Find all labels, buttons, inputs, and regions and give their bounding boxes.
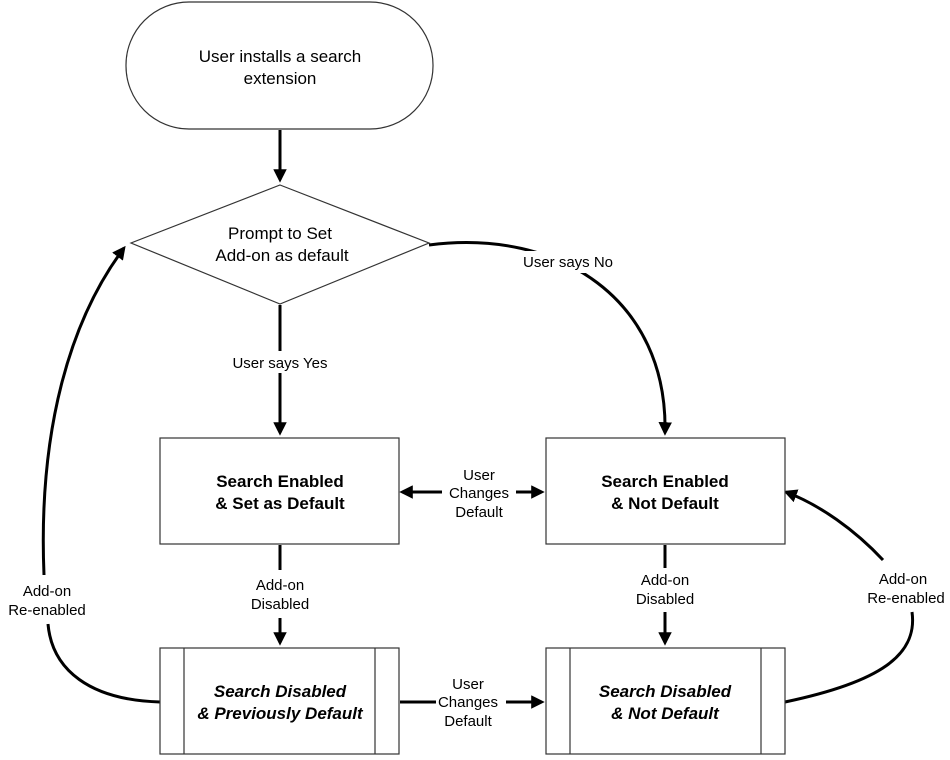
edge-label-disabled-right-line1: Add-on	[641, 572, 689, 589]
disabled-not-default-line1: Search Disabled	[599, 682, 732, 701]
edge-label-reenabled-right-line2: Re-enabled	[867, 590, 945, 607]
edge-label-disabled-left-line2: Disabled	[251, 596, 309, 613]
arrow-reenabled-right-upper	[783, 489, 885, 562]
start-node: User installs a search extension	[125, 1, 434, 130]
enabled-not-default-node: Search Enabled & Not Default	[545, 437, 786, 545]
edge-label-changes-default-bottom-line3: Default	[444, 713, 492, 730]
disabled-not-default-line2: & Not Default	[611, 704, 720, 723]
edge-label-reenabled-right-line1: Add-on	[879, 571, 927, 588]
edge-label-changes-default-top: User Changes Default	[449, 467, 509, 521]
edge-label-changes-default-bottom: User Changes Default	[438, 676, 498, 730]
edge-label-says-no: User says No	[514, 251, 622, 273]
edge-label-says-no-text: User says No	[523, 254, 613, 271]
edge-label-changes-default-top-line1: User	[463, 467, 495, 484]
enabled-default-node: Search Enabled & Set as Default	[159, 437, 400, 545]
enabled-not-default-line2: & Not Default	[611, 494, 719, 513]
arrow-reenabled-left-lower	[46, 623, 161, 704]
arrow-prompt-to-enabled-not-default	[428, 241, 672, 436]
edge-label-disabled-left: Add-on Disabled	[251, 577, 309, 613]
edge-label-reenabled-left-line1: Add-on	[23, 583, 71, 600]
arrow-reenabled-right-lower	[784, 611, 915, 704]
edge-label-reenabled-left-line2: Re-enabled	[8, 602, 86, 619]
edge-label-changes-default-bottom-line2: Changes	[438, 694, 498, 711]
enabled-default-line1: Search Enabled	[216, 472, 344, 491]
disabled-prev-default-node: Search Disabled & Previously Default	[159, 647, 400, 755]
edge-label-disabled-right: Add-on Disabled	[636, 572, 694, 608]
edge-label-disabled-right-line2: Disabled	[636, 591, 694, 608]
arrow-reenabled-left-upper	[41, 245, 126, 576]
enabled-not-default-line1: Search Enabled	[601, 472, 729, 491]
edge-label-says-yes: User says Yes	[224, 351, 336, 373]
start-node-line1: User installs a search	[199, 47, 362, 66]
prompt-decision-line1: Prompt to Set	[228, 224, 332, 243]
edge-label-reenabled-right: Add-on Re-enabled	[867, 571, 945, 607]
edge-label-changes-default-top-line3: Default	[455, 504, 503, 521]
disabled-not-default-node: Search Disabled & Not Default	[545, 647, 786, 755]
edge-label-disabled-left-line1: Add-on	[256, 577, 304, 594]
prompt-decision-node: Prompt to Set Add-on as default	[129, 184, 431, 305]
edge-label-says-yes-text: User says Yes	[232, 355, 327, 372]
edge-label-reenabled-left: Add-on Re-enabled	[8, 583, 86, 619]
enabled-default-line2: & Set as Default	[215, 494, 345, 513]
start-node-line2: extension	[244, 69, 317, 88]
edge-label-changes-default-top-line2: Changes	[449, 485, 509, 502]
prompt-decision-line2: Add-on as default	[215, 246, 349, 265]
disabled-prev-default-line2: & Previously Default	[197, 704, 364, 723]
disabled-prev-default-line1: Search Disabled	[214, 682, 347, 701]
edge-label-changes-default-bottom-line1: User	[452, 676, 484, 693]
